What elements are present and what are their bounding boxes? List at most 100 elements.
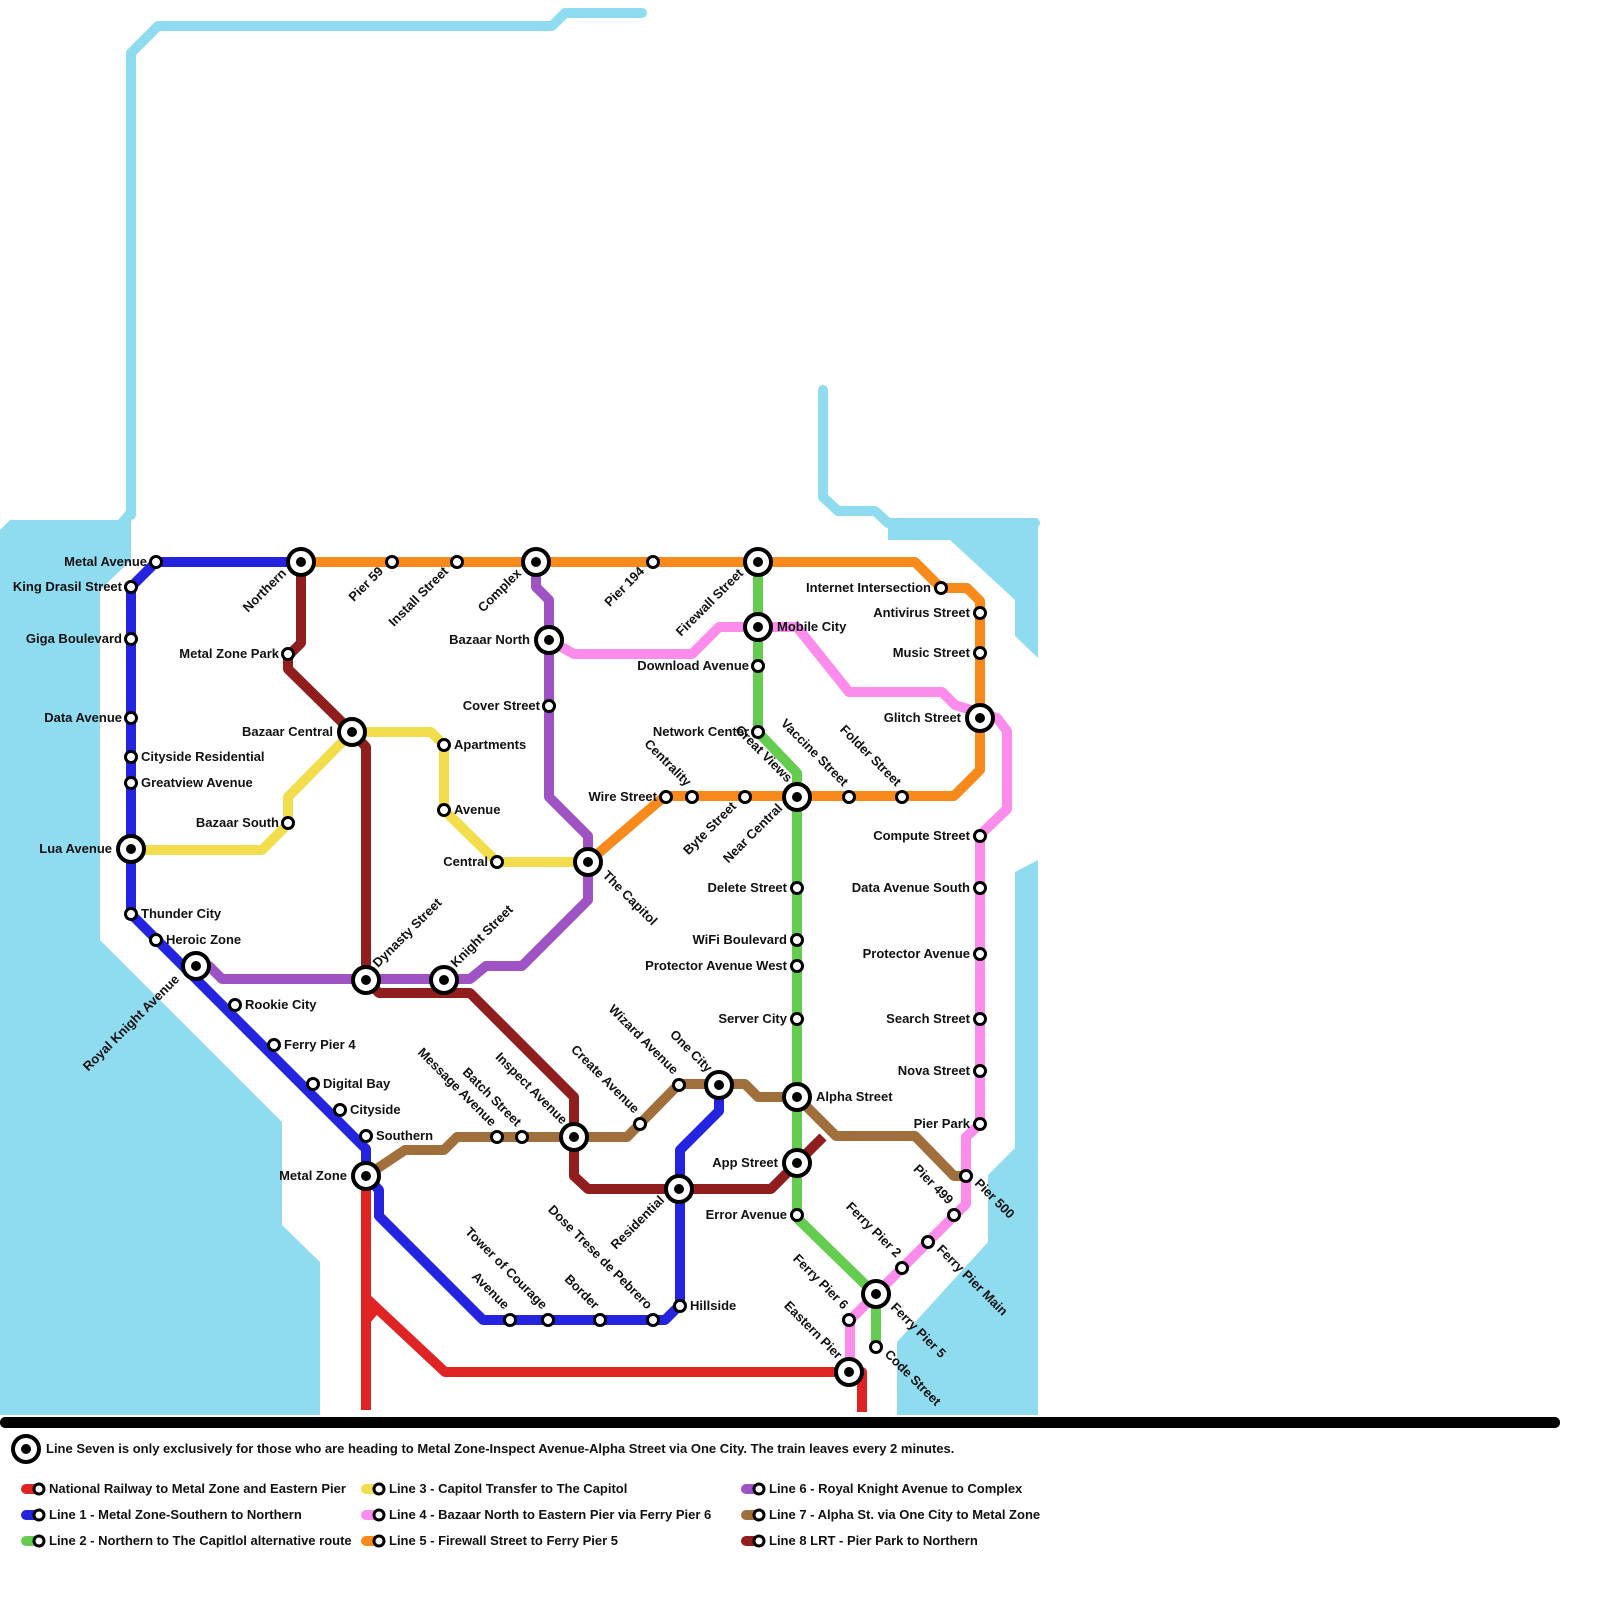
station-central[interactable] <box>490 855 504 869</box>
station-wire-street[interactable] <box>659 790 673 804</box>
interchange-knight-street[interactable] <box>429 965 459 995</box>
label-cityside: Cityside <box>350 1102 401 1117</box>
legend-label-line7: Line 7 - Alpha St. via One City to Metal… <box>769 1507 1040 1522</box>
station-search-street[interactable] <box>973 1012 987 1026</box>
station-centrality[interactable] <box>685 790 699 804</box>
interchange-royal-knight-avenue[interactable] <box>181 951 211 981</box>
station-king-drasil-street[interactable] <box>124 580 138 594</box>
interchange-northern[interactable] <box>286 547 316 577</box>
station-code-street[interactable] <box>869 1340 883 1354</box>
station-pier-499[interactable] <box>947 1208 961 1222</box>
national-railway-line <box>361 1176 867 1412</box>
station-cityside-residential[interactable] <box>124 750 138 764</box>
station-pier-59[interactable] <box>385 555 399 569</box>
interchange-alpha-street[interactable] <box>782 1082 812 1112</box>
station-protector-avenue[interactable] <box>973 947 987 961</box>
station-pier-500[interactable] <box>959 1169 973 1183</box>
legend-label-line3: Line 3 - Capitol Transfer to The Capitol <box>389 1481 627 1496</box>
station-heroic-zone[interactable] <box>149 933 163 947</box>
station-cover-street[interactable] <box>542 699 556 713</box>
station-ferry-pier-6[interactable] <box>842 1313 856 1327</box>
station-delete-street[interactable] <box>790 881 804 895</box>
legend-station-icon <box>752 1508 766 1522</box>
station-metal-avenue[interactable] <box>149 555 163 569</box>
label-internet-intersection: Internet Intersection <box>806 580 931 595</box>
label-download-avenue: Download Avenue <box>637 658 749 673</box>
station-vaccine-street[interactable] <box>842 790 856 804</box>
interchange-one-city[interactable] <box>704 1070 734 1100</box>
station-avenue-yellow[interactable] <box>437 803 451 817</box>
station-antivirus-street[interactable] <box>973 606 987 620</box>
legend-label-national: National Railway to Metal Zone and Easte… <box>49 1481 346 1496</box>
water-river-east <box>818 385 1040 528</box>
label-bazaar-north: Bazaar North <box>449 632 530 647</box>
interchange-bazaar-central[interactable] <box>337 717 367 747</box>
interchange-inspect-avenue[interactable] <box>559 1122 589 1152</box>
interchange-eastern-pier[interactable] <box>834 1357 864 1387</box>
station-digital-bay[interactable] <box>306 1077 320 1091</box>
interchange-glitch-street[interactable] <box>965 703 995 733</box>
station-ferry-pier-main[interactable] <box>921 1235 935 1249</box>
station-music-street[interactable] <box>973 646 987 660</box>
interchange-bazaar-north[interactable] <box>534 625 564 655</box>
station-dose-trese-de-pebrero[interactable] <box>646 1313 660 1327</box>
station-apartments[interactable] <box>437 738 451 752</box>
interchange-mobile-city[interactable] <box>743 612 773 642</box>
station-southern[interactable] <box>359 1129 373 1143</box>
interchange-app-street[interactable] <box>782 1148 812 1178</box>
station-cityside[interactable] <box>333 1103 347 1117</box>
label-apartments: Apartments <box>454 737 526 752</box>
label-data-avenue-south: Data Avenue South <box>852 880 970 895</box>
interchange-complex[interactable] <box>521 547 551 577</box>
station-avenue-blue[interactable] <box>503 1313 517 1327</box>
station-nova-street[interactable] <box>973 1064 987 1078</box>
interchange-lua-avenue[interactable] <box>116 834 146 864</box>
station-wifi-boulevard[interactable] <box>790 933 804 947</box>
station-pier-194[interactable] <box>646 555 660 569</box>
interchange-residential[interactable] <box>664 1174 694 1204</box>
label-digital-bay: Digital Bay <box>323 1076 391 1091</box>
station-internet-intersection[interactable] <box>934 581 948 595</box>
station-wizard-avenue[interactable] <box>672 1078 686 1092</box>
station-protector-avenue-west[interactable] <box>790 959 804 973</box>
station-giga-boulevard[interactable] <box>124 632 138 646</box>
interchange-the-capitol[interactable] <box>573 847 603 877</box>
station-download-avenue[interactable] <box>751 659 765 673</box>
interchange-firewall-street[interactable] <box>743 547 773 577</box>
station-border[interactable] <box>593 1313 607 1327</box>
interchange-ferry-pier-5[interactable] <box>861 1279 891 1309</box>
station-error-avenue[interactable] <box>790 1208 804 1222</box>
station-network-center[interactable] <box>751 725 765 739</box>
label-glitch-street: Glitch Street <box>884 710 962 725</box>
label-network-center: Network Center <box>653 724 749 739</box>
station-compute-street[interactable] <box>973 829 987 843</box>
station-ferry-pier-2[interactable] <box>895 1261 909 1275</box>
station-bazaar-south[interactable] <box>281 816 295 830</box>
label-alpha-street: Alpha Street <box>816 1089 893 1104</box>
interchange-dynasty-street[interactable] <box>351 965 381 995</box>
label-the-capitol: The Capitol <box>600 868 661 929</box>
station-folder-street[interactable] <box>895 790 909 804</box>
station-pier-park[interactable] <box>973 1117 987 1131</box>
station-hillside[interactable] <box>673 1299 687 1313</box>
station-rookie-city[interactable] <box>228 998 242 1012</box>
station-create-avenue[interactable] <box>633 1117 647 1131</box>
label-cityside-residential: Cityside Residential <box>141 749 265 764</box>
station-install-street[interactable] <box>450 555 464 569</box>
station-message-avenue[interactable] <box>490 1130 504 1144</box>
station-tower-of-courage[interactable] <box>541 1313 555 1327</box>
interchange-great-views[interactable] <box>782 782 812 812</box>
station-data-avenue-south[interactable] <box>973 881 987 895</box>
line-4 <box>546 622 1012 1372</box>
interchange-metal-zone[interactable] <box>351 1161 381 1191</box>
station-data-avenue[interactable] <box>124 711 138 725</box>
station-batch-street[interactable] <box>515 1130 529 1144</box>
station-greatview-avenue[interactable] <box>124 776 138 790</box>
station-server-city[interactable] <box>790 1012 804 1026</box>
legend-station-icon <box>372 1508 386 1522</box>
station-metal-zone-park[interactable] <box>281 647 295 661</box>
station-thunder-city[interactable] <box>124 907 138 921</box>
station-byte-street[interactable] <box>738 790 752 804</box>
label-metal-avenue: Metal Avenue <box>64 554 147 569</box>
station-ferry-pier-4[interactable] <box>267 1038 281 1052</box>
